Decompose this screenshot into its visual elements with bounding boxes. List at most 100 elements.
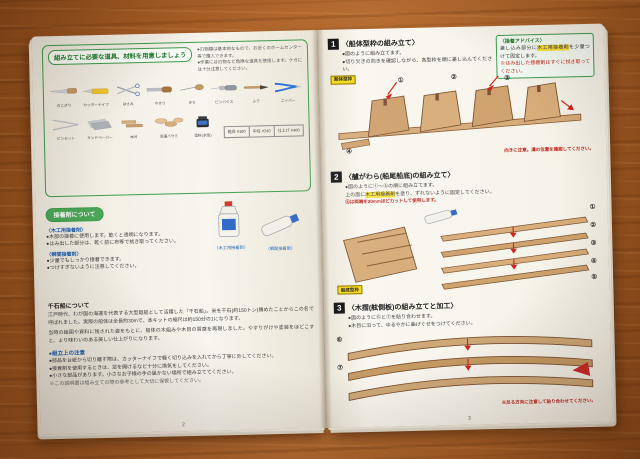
callout-number: ② [590, 221, 597, 229]
saw-icon [49, 88, 77, 94]
tool-item: のこぎり [49, 81, 80, 110]
scissors-icon [116, 84, 140, 97]
tool-label: 木片 [130, 134, 139, 140]
history-section: 千石船について 江戸時代、わが国の海運を代表する大型廻船として活躍した「千石船」… [48, 295, 315, 345]
hull-frame-drawing [338, 75, 582, 150]
callout-number: ② [450, 73, 457, 81]
grit-cell: 粗目 #180 [227, 129, 246, 135]
callout-number: ④ [346, 147, 353, 155]
callout-number: ③ [590, 239, 597, 247]
grit-cell: 仕上げ #400 [273, 125, 303, 137]
glue-caption: 〈木工用接着剤〉 [214, 244, 248, 251]
tool-label: ふで [252, 99, 260, 104]
history-paragraph: 江戸時代、わが国の海運を代表する大型廻船として活躍した「千石船」。米を千石(約1… [47, 306, 314, 326]
tool-label: のこぎり [56, 103, 72, 109]
callout-number: ⑥ [336, 336, 343, 344]
stern-bottom-drawing [343, 209, 590, 290]
glue-tube-figure: 〈瞬間接着剤〉 [255, 206, 304, 252]
nipper-icon [274, 83, 302, 93]
tool-label: 塗料(水性) [194, 133, 212, 139]
page-number: 3 [467, 415, 471, 422]
tool-item: カッターナイフ [81, 80, 112, 109]
tools-title: 組み立てに必要な道具、材料を用意しましょう [47, 46, 193, 66]
callout-number: ③ [504, 74, 511, 82]
advice-text: 差し込み部分に [499, 45, 538, 52]
wood-blocks-icon [122, 120, 143, 128]
step-1: 1 〈船体型枠の組み立て〉 ●図のように組み立てます。 ●切り欠きの向きを確認し… [327, 32, 597, 167]
step-number: 3 [333, 302, 345, 314]
tool-label: ニッパー [280, 98, 296, 104]
page-number: 2 [181, 422, 186, 429]
adhesive-section: 接着剤について 〈木工用接着剤〉 ●木部の接着に使用します。乾くと透明になります… [45, 198, 313, 296]
tool-item: ピンセット [49, 114, 82, 143]
tools-notes: ●刃物類は基本的なもので、お近くのホームセンター等で購入できます。 ●作業には刃… [197, 44, 302, 73]
glue-tube-icon [261, 213, 300, 237]
tool-item: やすり [145, 79, 176, 108]
step-text: を塗り、ずれないように固定してください。 [395, 188, 495, 197]
step-number: 1 [327, 38, 339, 50]
step-title: 〈艫がわら(船尾船底)の組み立て〉 [344, 171, 455, 181]
tool-label: サンドペーパー [87, 135, 114, 141]
tool-label: ピンセット [56, 136, 76, 142]
tool-label: カッターナイフ [83, 102, 110, 108]
adhesive-text: 接着剤について 〈木工用接着剤〉 ●木部の接着に使用します。乾くと透明になります… [45, 201, 203, 297]
grit-cell: 中目 #240 [248, 126, 274, 138]
side-plank-drawing [347, 336, 594, 401]
tool-label: はさみ [122, 101, 134, 107]
step-red-note: 向きに注意。溝の位置を確認してください。 [504, 145, 595, 153]
step-3: 3 〈木摺(舷側板)の組み立てと加工〉 ●図のように⑥と⑦を貼り合わせます。 ●… [333, 297, 602, 411]
file-icon [146, 87, 172, 93]
tools-header: 組み立てに必要な道具、材料を用意しましょう ●刃物類は基本的なもので、お近くのホ… [47, 44, 303, 76]
step-2: 2 〈艫がわら(船尾船底)の組み立て〉 ●図のように①〜⑤の順に組み立てます。 … [330, 166, 600, 298]
step-number: 2 [330, 171, 342, 183]
tool-item: ピンバイス [209, 77, 240, 106]
glue-bottle-icon [218, 201, 240, 237]
pin-vise-icon [210, 85, 237, 91]
tool-item: 洗濯バサミ [152, 112, 185, 141]
step-red-note: ※反る方向に注意して貼り合わせてください。 [501, 397, 597, 405]
callout-number: ⑦ [337, 364, 344, 372]
instruction-booklet: 組み立てに必要な道具、材料を用意しましょう ●刃物類は基本的なもので、お近くのホ… [31, 23, 613, 435]
glue-bottle-figure: 〈木工用接着剤〉 [213, 200, 248, 252]
clothespin-icon [154, 118, 183, 128]
adhesive-figures: 〈木工用接着剤〉 〈瞬間接着剤〉 [207, 198, 313, 292]
tools-section: 組み立てに必要な道具、材料を用意しましょう ●刃物類は基本的なもので、お近くのホ… [41, 39, 312, 198]
sandpaper-grit-table: 粗目 #180 中目 #240 仕上げ #400 [223, 124, 304, 139]
tool-label: やすり [154, 101, 166, 107]
paint-jar-icon [196, 116, 209, 128]
tool-item: 木片 [118, 112, 151, 141]
awl-icon [179, 84, 204, 92]
callout-number: ① [589, 203, 596, 211]
part-tag: 船底型枠 [337, 285, 363, 295]
tool-label: 洗濯バサミ [159, 133, 178, 139]
cautions-section: ●組立上の注意 ●部品を台紙から切り離す際は、カッターナイフで軽く切り込みを入れ… [49, 343, 316, 388]
brush-icon [243, 85, 269, 90]
step-title: 〈船体型枠の組み立て〉 [341, 39, 419, 49]
callout-number: ① [397, 76, 404, 84]
tools-row-1: のこぎり カッターナイフ はさみ やすり [49, 76, 304, 110]
step-text: 上の面に [345, 191, 366, 198]
stern-bottom-illustration: ① ② ③ ④ ⑤ 船底型枠 [331, 201, 599, 295]
tools-row-2: ピンセット サンドペーパー 木片 洗濯バサミ [49, 109, 304, 143]
callout-number: ④ [590, 257, 597, 265]
glue-caption: 〈瞬間接着剤〉 [265, 245, 296, 252]
tweezers-icon [52, 120, 79, 132]
tool-item: はさみ [113, 79, 144, 108]
left-page: 組み立てに必要な道具、材料を用意しましょう ●刃物類は基本的なもので、お近くのホ… [31, 30, 327, 435]
tool-item: 塗料(水性) [186, 111, 219, 140]
hull-frame-illustration: 船体型枠 ① ② ③ ④ 向きに注意。溝の位置を確認してください。 [329, 69, 597, 157]
side-plank-illustration: ⑥ ⑦ ※反る方向に注意して貼り合わせてください。 [334, 326, 602, 410]
cutter-icon [82, 88, 109, 95]
tools-note: ●作業には刃物など危険な道具を使用します。ケガには十分注意してください。 [197, 57, 303, 72]
right-page: 1 〈船体型枠の組み立て〉 ●図のように組み立てます。 ●切り欠きの向きを確認し… [317, 23, 613, 428]
sandpaper-icon [87, 119, 112, 131]
history-paragraph: 当時の絵図や資料に残された姿をもとに、船体の木組みや木目の質感を再現しました。や… [48, 324, 315, 344]
tool-item: きり [177, 78, 208, 107]
step-title: 〈木摺(舷側板)の組み立てと加工〉 [347, 302, 458, 312]
part-tag: 船体型枠 [330, 74, 356, 85]
step-highlight: 木工用接着剤 [365, 190, 396, 198]
tool-label: ピンバイス [214, 99, 234, 105]
adhesive-heading: 接着剤について [45, 206, 104, 222]
tool-item: ふで [241, 77, 272, 106]
